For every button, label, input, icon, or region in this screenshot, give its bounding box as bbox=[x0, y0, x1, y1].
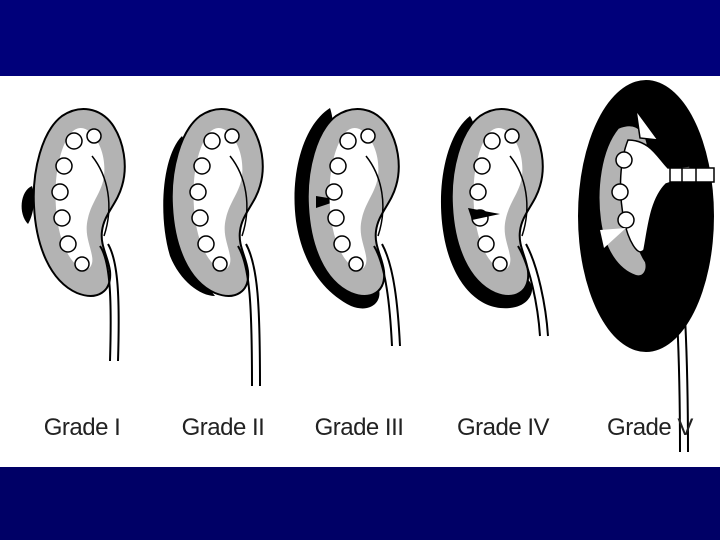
grade-2-label: Grade II bbox=[163, 414, 283, 444]
kidney-grade-3 bbox=[294, 108, 400, 346]
grade-1-label: Grade I bbox=[22, 414, 142, 444]
kidney-grade-4 bbox=[441, 109, 548, 336]
grade-5-label: Grade V bbox=[590, 414, 710, 444]
grade-3-label: Grade III bbox=[299, 414, 419, 444]
figure-panel: Grade I Grade II Grade III Grade IV Grad… bbox=[0, 76, 720, 467]
kidney-grade-1 bbox=[22, 109, 125, 361]
kidney-grade-2 bbox=[163, 109, 263, 386]
grade-4-label: Grade IV bbox=[443, 414, 563, 444]
kidney-grades-diagram bbox=[0, 76, 720, 467]
footer-band bbox=[0, 467, 720, 540]
title-band bbox=[0, 0, 720, 76]
kidney-grade-5 bbox=[578, 80, 714, 452]
